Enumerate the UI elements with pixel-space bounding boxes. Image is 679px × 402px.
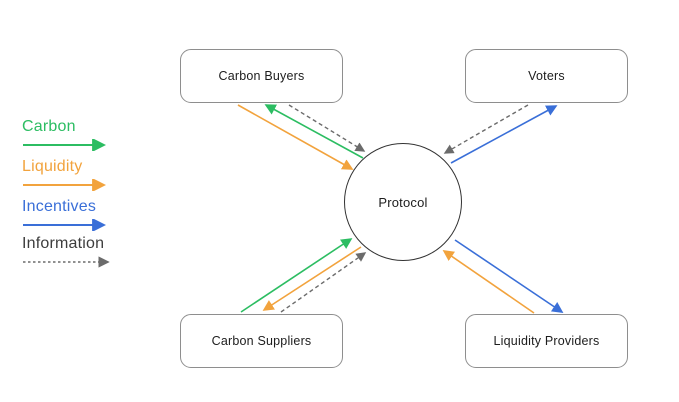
legend-label-carbon: Carbon <box>22 118 76 135</box>
node-liquidity-providers-label: Liquidity Providers <box>493 334 600 348</box>
legend-arrow-information-icon <box>23 256 110 268</box>
legend-item-carbon: Carbon <box>22 117 114 151</box>
edge-liquidity-providers-to-protocol-liquidity <box>442 250 535 314</box>
legend-label-information: Information <box>22 235 105 252</box>
legend-item-information: Information <box>22 234 118 268</box>
edge-carbon-suppliers-to-protocol-information <box>280 252 367 313</box>
edge-protocol-to-liquidity-providers-incentives <box>454 239 564 313</box>
node-voters: Voters <box>465 49 628 103</box>
edge-protocol-to-voters-incentives <box>450 105 558 164</box>
node-carbon-suppliers-label: Carbon Suppliers <box>211 334 312 348</box>
legend-arrow-carbon-icon <box>23 139 107 151</box>
legend-label-liquidity: Liquidity <box>22 158 83 175</box>
edge-protocol-to-carbon-buyers-carbon <box>264 104 364 159</box>
legend-label-incentives: Incentives <box>22 198 97 215</box>
node-liquidity-providers: Liquidity Providers <box>465 314 628 368</box>
node-carbon-buyers: Carbon Buyers <box>180 49 343 103</box>
node-protocol-label: Protocol <box>378 194 428 210</box>
node-voters-label: Voters <box>528 69 565 83</box>
legend-arrow-incentives-icon <box>23 219 107 231</box>
edge-carbon-buyers-to-protocol-liquidity <box>237 104 354 170</box>
edge-carbon-suppliers-to-protocol-carbon <box>240 238 353 313</box>
edge-voters-to-protocol-information <box>443 104 529 154</box>
edge-protocol-to-carbon-suppliers-liquidity <box>262 246 362 311</box>
node-carbon-buyers-label: Carbon Buyers <box>218 69 305 83</box>
edge-carbon-buyers-to-protocol-information <box>288 104 366 152</box>
legend-item-incentives: Incentives <box>22 197 114 231</box>
node-carbon-suppliers: Carbon Suppliers <box>180 314 343 368</box>
legend-arrow-liquidity-icon <box>23 179 107 191</box>
node-protocol: Protocol <box>344 143 462 261</box>
legend-item-liquidity: Liquidity <box>22 157 114 191</box>
